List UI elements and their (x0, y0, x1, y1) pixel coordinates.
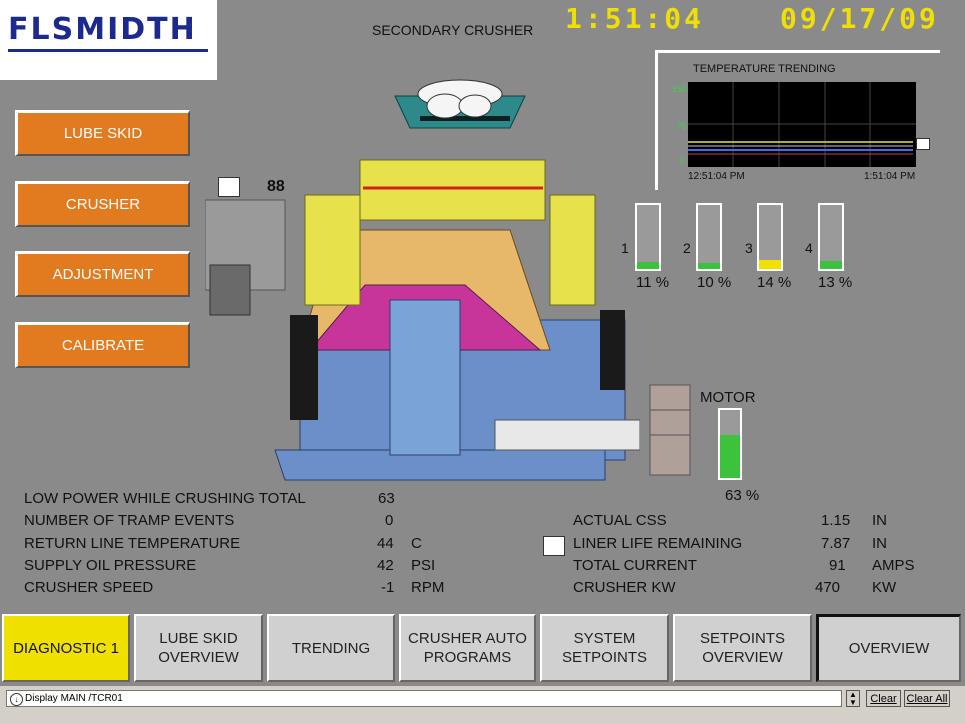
calibrate-button[interactable]: CALIBRATE (15, 322, 190, 368)
display-icon: ↓ (10, 693, 23, 706)
stat-actual-css-label: ACTUAL CSS (573, 512, 667, 529)
crusher-illustration (205, 159, 640, 481)
nav-crusher-auto-programs[interactable]: CRUSHER AUTO PROGRAMS (399, 614, 536, 682)
bar-4-fill (820, 260, 842, 269)
bar-1-fill (637, 261, 659, 269)
stat-return-temp-unit: C (411, 535, 422, 552)
motor-percent: 63 % (725, 487, 760, 504)
stat-liner-life-label: LINER LIFE REMAINING (573, 535, 743, 552)
bar-3-fill (759, 260, 781, 269)
stat-crusher-kw-value: 470 (815, 579, 841, 596)
nav-trending[interactable]: TRENDING (267, 614, 395, 682)
bar-3-percent: 14 % (757, 274, 792, 291)
stat-total-current-label: TOTAL CURRENT (573, 557, 697, 574)
lube-skid-button[interactable]: LUBE SKID (15, 110, 190, 156)
bar-2-fill (698, 262, 720, 269)
stat-low-power-value: 63 (378, 490, 395, 507)
adjustment-button[interactable]: ADJUSTMENT (15, 251, 190, 297)
stat-crusher-kw-label: CRUSHER KW (573, 579, 676, 596)
nav-setpoints-overview[interactable]: SETPOINTS OVERVIEW (673, 614, 812, 682)
crusher-indicator-value: 88 (267, 178, 285, 195)
company-logo: FLSMIDTH (8, 12, 197, 47)
spinner-icon[interactable]: ▲▼ (846, 690, 860, 707)
bar-3 (757, 203, 783, 271)
logo-panel: FLSMIDTH (0, 0, 217, 80)
bar-4 (818, 203, 844, 271)
stat-total-current-value: 91 (829, 557, 846, 574)
stat-oil-pressure-unit: PSI (411, 557, 436, 574)
stat-crusher-kw-unit: KW (872, 579, 897, 596)
bar-4-percent: 13 % (818, 274, 853, 291)
nav-lube-skid-overview[interactable]: LUBE SKID OVERVIEW (134, 614, 263, 682)
stat-low-power-label: LOW POWER WHILE CRUSHING TOTAL (24, 490, 306, 507)
bar-1 (635, 203, 661, 271)
bar-2-percent: 10 % (697, 274, 732, 291)
trend-start-time: 12:51:04 PM (688, 171, 745, 182)
bar-2 (696, 203, 722, 271)
trend-plot (688, 82, 916, 167)
stat-actual-css-unit: IN (872, 512, 887, 529)
page-title: SECONDARY CRUSHER (372, 22, 534, 38)
motor-bar-fill (720, 435, 740, 478)
temperature-trend-panel (655, 50, 940, 190)
logo-underline (8, 49, 208, 52)
bar-2-label: 2 (683, 240, 691, 256)
nav-diagnostic-1[interactable]: DIAGNOSTIC 1 (2, 614, 130, 682)
stat-tramp-events-label: NUMBER OF TRAMP EVENTS (24, 512, 235, 529)
bar-1-label: 1 (621, 240, 629, 256)
stat-liner-life-value: 7.87 (821, 535, 851, 552)
feed-hopper-illustration (394, 79, 526, 129)
bar-1-percent: 11 % (636, 274, 670, 291)
motor-bar (718, 408, 742, 480)
bar-4-label: 4 (805, 240, 813, 256)
stat-return-temp-label: RETURN LINE TEMPERATURE (24, 535, 241, 552)
display-command-text: Display MAIN /TCR01 (25, 693, 123, 704)
bar-3-label: 3 (745, 240, 753, 256)
clock-date: 09/17/09 (780, 2, 939, 35)
stat-liner-life-unit: IN (872, 535, 887, 552)
stat-crusher-speed-value: -1 (381, 579, 395, 596)
liner-life-checkbox[interactable] (543, 536, 565, 556)
display-command-field[interactable]: ↓ Display MAIN /TCR01 (6, 690, 842, 707)
clear-all-button[interactable]: Clear All (904, 690, 950, 707)
stat-crusher-speed-unit: RPM (411, 579, 445, 596)
crusher-checkbox[interactable] (218, 177, 240, 197)
stat-tramp-events-value: 0 (385, 512, 394, 529)
trend-title: TEMPERATURE TRENDING (693, 63, 836, 75)
stat-crusher-speed-label: CRUSHER SPEED (24, 579, 154, 596)
trend-cursor-icon[interactable] (916, 138, 930, 150)
trend-end-time: 1:51:04 PM (864, 171, 916, 182)
stat-total-current-unit: AMPS (872, 557, 915, 574)
motor-label: MOTOR (700, 389, 756, 406)
stat-return-temp-value: 44 (377, 535, 394, 552)
stat-oil-pressure-value: 42 (377, 557, 394, 574)
stat-oil-pressure-label: SUPPLY OIL PRESSURE (24, 557, 197, 574)
crusher-button[interactable]: CRUSHER (15, 181, 190, 227)
nav-system-setpoints[interactable]: SYSTEM SETPOINTS (540, 614, 669, 682)
trend-y-tick-max: 150 (672, 84, 688, 94)
trend-y-tick-min: 0 (680, 156, 686, 166)
motor-illustration (649, 384, 691, 476)
stat-actual-css-value: 1.15 (821, 512, 851, 529)
trend-y-tick-mid: 75 (676, 121, 687, 131)
clock-time: 1:51:04 (565, 2, 705, 35)
nav-overview[interactable]: OVERVIEW (816, 614, 961, 682)
clear-button[interactable]: Clear (866, 690, 901, 707)
